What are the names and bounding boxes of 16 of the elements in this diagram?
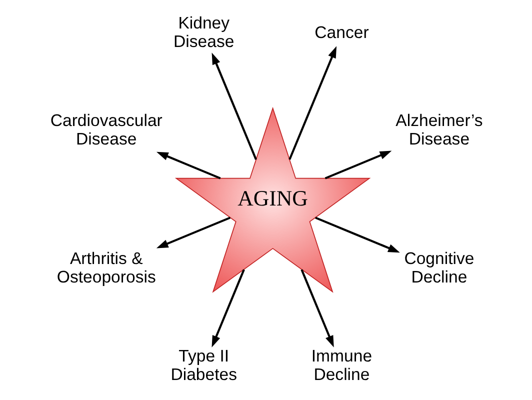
arrow bbox=[300, 269, 334, 348]
node-text: Alzheimer’s Disease bbox=[395, 111, 482, 149]
node-text: Immune Decline bbox=[310, 346, 372, 384]
arrow bbox=[288, 46, 336, 160]
node-text: Type II Diabetes bbox=[170, 346, 237, 384]
node-text: Arthritis & Osteoporosis bbox=[56, 248, 156, 286]
arrow bbox=[211, 52, 256, 160]
arrow bbox=[211, 269, 244, 348]
node-text: Kidney Disease bbox=[173, 14, 234, 52]
node-text: Cancer bbox=[314, 22, 368, 42]
node-text: Cardiovascular Disease bbox=[50, 111, 162, 149]
arrow bbox=[314, 216, 400, 253]
node-text: Cognitive Decline bbox=[404, 248, 474, 286]
arrow bbox=[156, 216, 230, 248]
arrow bbox=[324, 150, 392, 180]
arrow bbox=[156, 152, 220, 180]
